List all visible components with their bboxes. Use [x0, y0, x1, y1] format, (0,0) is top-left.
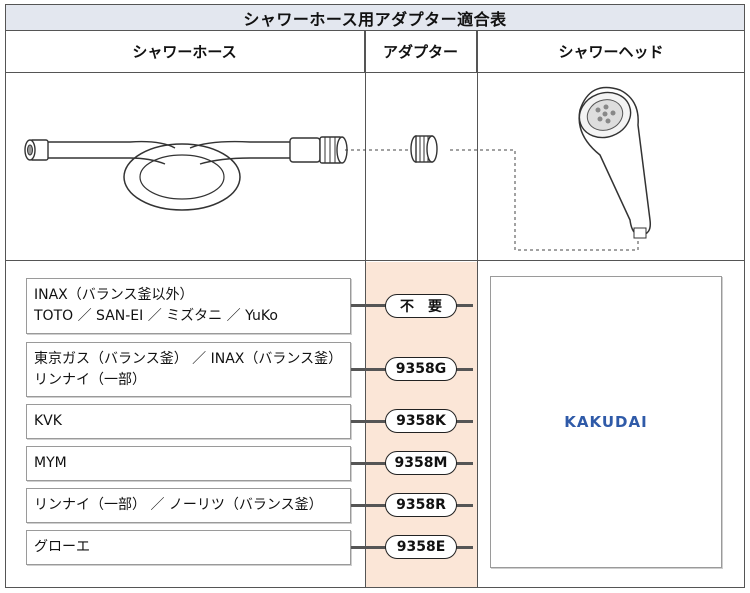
brand-logo: KAKUDAI	[564, 413, 648, 431]
header-head: シャワーヘッド	[477, 31, 745, 73]
adapter-badge-row-2: 9358G	[385, 357, 457, 381]
shower-head-panel: KAKUDAI	[490, 276, 722, 568]
hose-row-1: INAX（バランス釜以外） TOTO ／ SAN-EI ／ ミズタニ ／ YuK…	[26, 278, 351, 334]
adapter-badge-row-6: 9358E	[385, 535, 457, 559]
hose-row-3-line-1: KVK	[34, 413, 62, 429]
divider-adapter-head	[477, 31, 478, 587]
hose-row-2-line-1: 東京ガス（バランス釜） ／ INAX（バランス釜）	[34, 350, 343, 367]
illustration-row	[5, 73, 745, 261]
hose-row-5: リンナイ（一部） ／ ノーリツ（バランス釜）	[26, 488, 351, 523]
shower-hose-illustration	[24, 136, 348, 211]
header-hose: シャワーホース	[5, 31, 365, 73]
table-title: シャワーホース用アダプター適合表	[5, 4, 745, 31]
adapter-badge-row-5: 9358R	[385, 493, 457, 517]
adapter-badge-row-1: 不 要	[385, 294, 457, 318]
hose-row-4: MYM	[26, 446, 351, 481]
hose-row-6-line-1: グローエ	[34, 539, 90, 555]
hose-row-2-line-2: リンナイ（一部）	[34, 371, 146, 388]
hose-row-1-line-1: INAX（バランス釜以外）	[34, 287, 194, 303]
hose-row-4-line-1: MYM	[34, 455, 67, 471]
hose-row-1-line-2: TOTO ／ SAN-EI ／ ミズタニ ／ YuKo	[34, 308, 278, 324]
connection-dashed-line	[345, 149, 639, 251]
adapter-illustration	[410, 135, 438, 163]
adapter-badge-row-3: 9358K	[385, 409, 457, 433]
hose-row-6: グローエ	[26, 530, 351, 565]
hose-row-3: KVK	[26, 404, 351, 439]
shower-head-illustration	[578, 86, 652, 239]
hose-row-2: 東京ガス（バランス釜） ／ INAX（バランス釜） リンナイ（一部）	[26, 342, 351, 397]
divider-hose-adapter	[365, 31, 366, 587]
adapter-badge-row-4: 9358M	[385, 451, 457, 475]
header-adapter: アダプター	[365, 31, 477, 73]
hose-row-5-line-1: リンナイ（一部） ／ ノーリツ（バランス釜）	[34, 497, 323, 513]
